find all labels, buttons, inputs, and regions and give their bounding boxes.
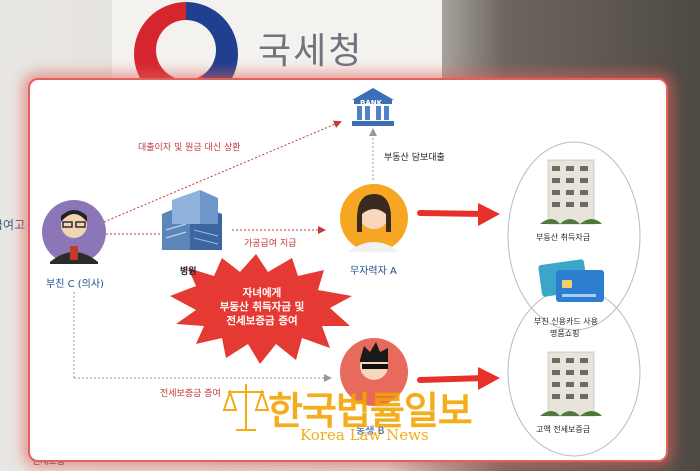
gift-burst-shape bbox=[170, 254, 352, 364]
sibling-avatar bbox=[340, 338, 408, 406]
bank-label: BANK bbox=[360, 99, 383, 107]
loan-repay-edge bbox=[103, 120, 342, 223]
result-ellipse-top bbox=[507, 141, 641, 331]
bank-icon bbox=[352, 88, 394, 126]
gift-burst-text: 자녀에게 부동산 취득자금 및 전세보증금 증여 bbox=[192, 286, 332, 328]
agency-sign-text: 국세청 bbox=[258, 31, 364, 72]
deposit-building-icon bbox=[540, 351, 602, 417]
hospital-building-icon bbox=[162, 190, 222, 250]
unemployed-avatar bbox=[340, 184, 408, 252]
watermark-english: Korea Law News bbox=[300, 426, 429, 444]
scale-watermark-icon bbox=[222, 384, 270, 431]
deposit-caption: 고액 전세보증금 bbox=[536, 425, 591, 434]
deposit-gift-label: 전세보증금 증여 bbox=[160, 389, 221, 399]
sibling-label: 동생 B bbox=[356, 426, 385, 437]
hospital-label: 병원 bbox=[180, 267, 197, 277]
background-bottom-text: 전세보증 bbox=[32, 457, 66, 467]
loan-repay-label: 대출이자 및 원금 대신 상환 bbox=[138, 143, 241, 153]
agency-logo-center bbox=[156, 20, 216, 80]
burst-line-1: 자녀에게 bbox=[242, 287, 282, 299]
red-arrow-top bbox=[417, 210, 488, 217]
card-caption-line2: 명품쇼핑 bbox=[550, 329, 580, 338]
property-building-icon bbox=[540, 159, 602, 225]
mortgage-label: 부동산 담보대출 bbox=[384, 153, 445, 163]
credit-card-icon bbox=[538, 259, 604, 302]
card-caption-line1: 부친 신용카드 사용 bbox=[534, 317, 598, 326]
unemployed-label: 무자력자 A bbox=[350, 266, 397, 277]
father-label: 부친 C (의사) bbox=[46, 279, 104, 290]
father-avatar bbox=[42, 200, 106, 264]
burst-line-3: 전세보증금 증여 bbox=[226, 315, 298, 327]
fake-salary-label: 가공급여 지급 bbox=[244, 239, 297, 249]
burst-line-2: 부동산 취득자금 및 bbox=[219, 301, 305, 313]
property-caption: 부동산 취득자금 bbox=[536, 233, 591, 242]
watermark-korean: 한국법률일보 bbox=[268, 389, 473, 433]
red-arrow-bottom bbox=[417, 375, 488, 383]
background-side-text: 급여고 bbox=[0, 218, 26, 232]
